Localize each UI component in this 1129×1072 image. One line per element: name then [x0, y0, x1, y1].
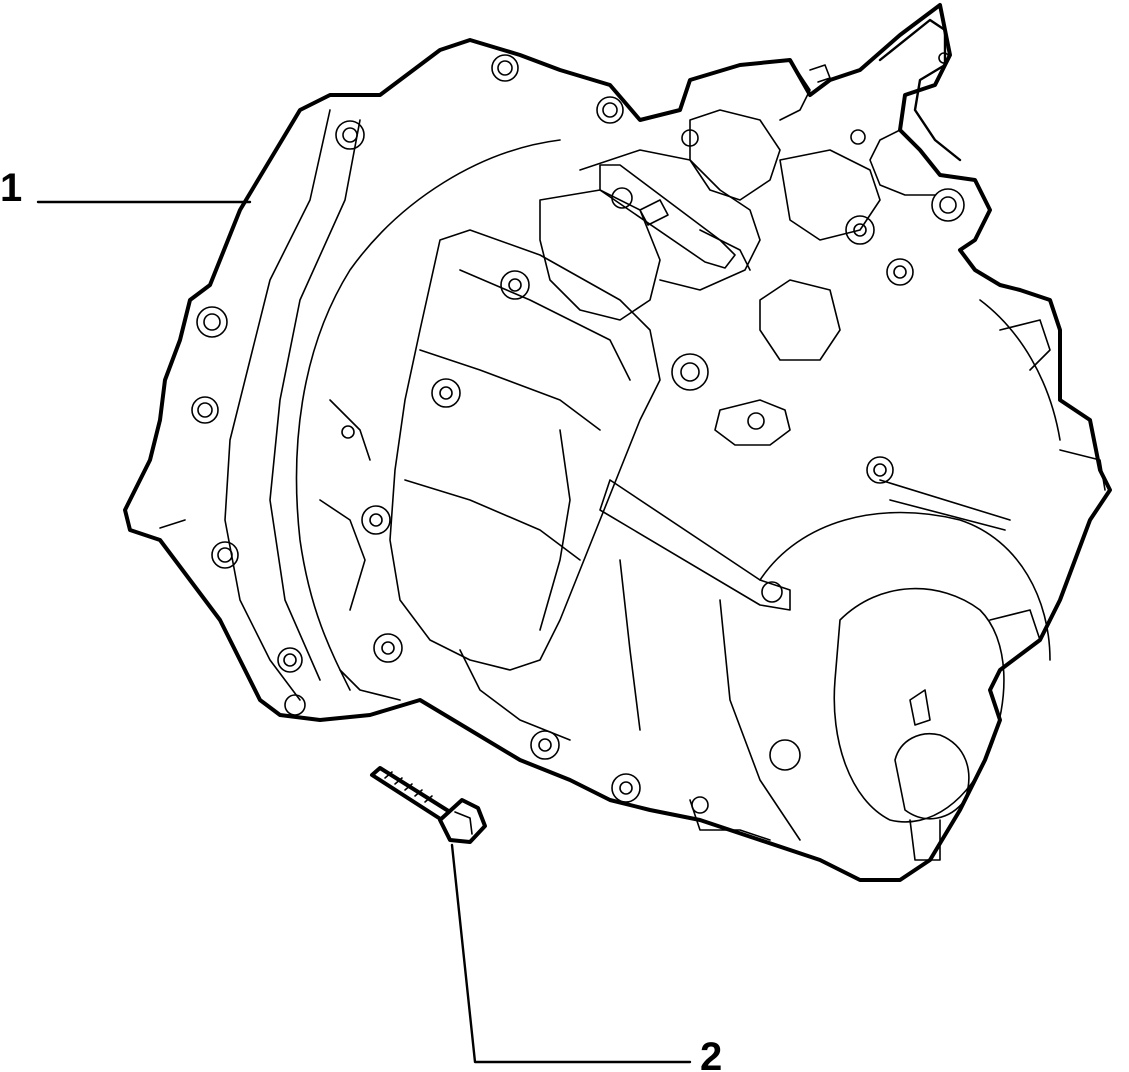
callout-label-2: 2	[700, 1035, 722, 1072]
gearbox-housing	[123, 3, 1112, 882]
hex-bolt-heads	[341, 129, 914, 803]
leader-line-2	[450, 843, 692, 1064]
mounting-bolt	[370, 766, 487, 844]
callout-label-1: 1	[0, 166, 22, 210]
